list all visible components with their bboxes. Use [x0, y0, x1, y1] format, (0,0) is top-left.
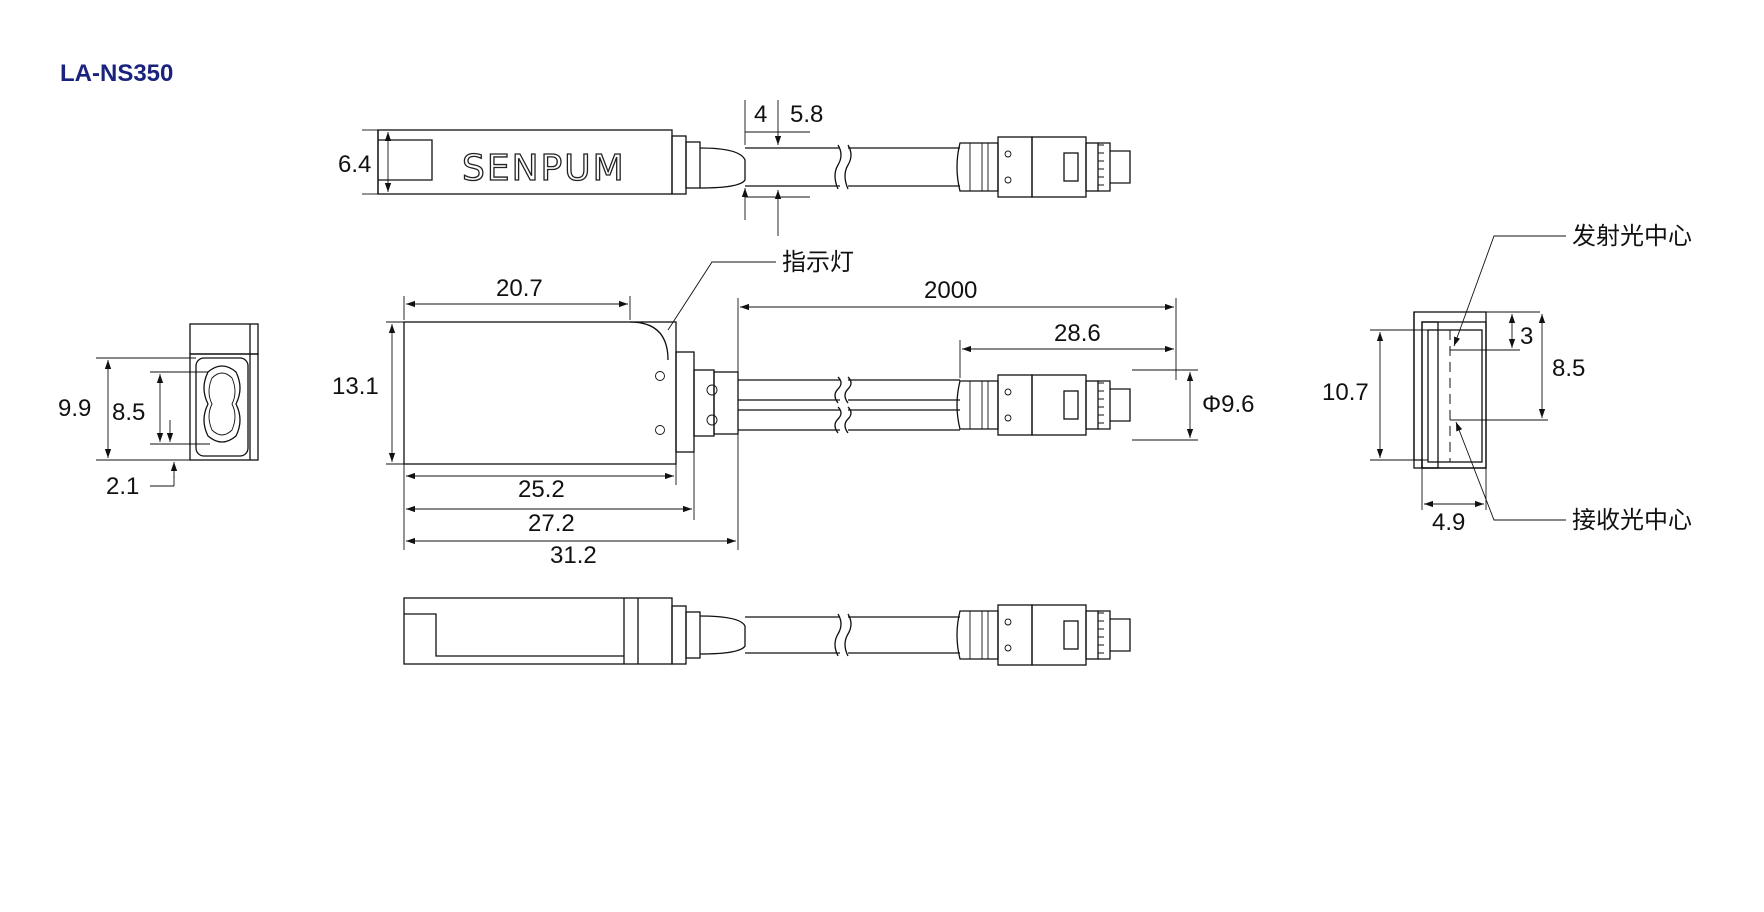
side-view-top: SENPUM 6.4 4 5.8 [338, 100, 1131, 236]
dim-end-9-9: 9.9 [58, 395, 91, 422]
brand-label: SENPUM [462, 148, 626, 189]
dim-cable-5-8: 5.8 [790, 101, 823, 128]
dim-right-4-9: 4.9 [1432, 509, 1465, 536]
dim-length-25-2: 25.2 [518, 476, 565, 503]
dim-right-8-5: 8.5 [1552, 355, 1585, 382]
dim-length-27-2: 27.2 [528, 510, 575, 537]
dim-side-height: 6.4 [338, 151, 371, 178]
dim-connector-length: 28.6 [1054, 320, 1101, 347]
end-view-right: 10.7 3 8.5 4.9 发射光中心 接收光中心 [1322, 222, 1692, 536]
dim-connector-diameter: Φ9.6 [1202, 391, 1255, 418]
emitter-center-label: 发射光中心 [1572, 222, 1692, 250]
side-view-bottom [403, 597, 1131, 666]
dim-length-31-2: 31.2 [550, 542, 597, 569]
drawing-title: LA-NS350 [60, 60, 174, 87]
receiver-center-label: 接收光中心 [1572, 506, 1692, 534]
dim-cable-length: 2000 [924, 277, 977, 304]
dim-cable-4: 4 [754, 101, 767, 128]
dim-end-8-5: 8.5 [112, 399, 145, 426]
dim-right-10-7: 10.7 [1322, 379, 1369, 406]
end-view-left: 9.9 8.5 2.1 [58, 323, 259, 500]
dim-right-3: 3 [1520, 323, 1533, 350]
dim-top-length: 20.7 [496, 275, 543, 302]
indicator-label: 指示灯 [782, 248, 854, 276]
dim-end-2-1: 2.1 [106, 473, 139, 500]
dim-body-height: 13.1 [332, 373, 379, 400]
top-view-middle: 指示灯 20.7 2000 28.6 13.1 Φ9.6 25.2 [332, 248, 1255, 569]
